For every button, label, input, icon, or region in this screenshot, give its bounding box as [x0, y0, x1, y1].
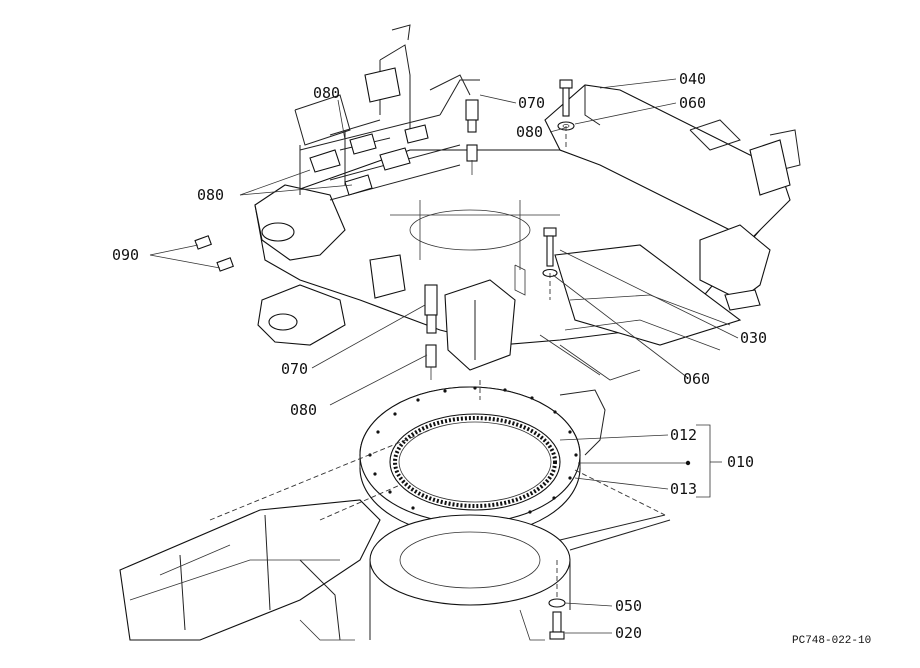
bolt-020 — [548, 598, 566, 640]
label-040: 040 — [679, 70, 706, 88]
lower-frame — [119, 499, 671, 641]
fitting-070-lower — [424, 284, 438, 380]
label-050: 050 — [615, 597, 642, 615]
fitting-090 — [194, 235, 234, 272]
upper-frame — [254, 24, 801, 381]
slewing-ring — [359, 386, 606, 537]
install-paths — [209, 126, 666, 600]
label-012: 012 — [670, 426, 697, 444]
label-060-top: 060 — [679, 94, 706, 112]
label-080-top-left: 080 — [313, 84, 340, 102]
label-080-left: 080 — [197, 186, 224, 204]
fitting-070-top — [465, 99, 479, 175]
label-010: 010 — [727, 453, 754, 471]
leader-lines — [149, 78, 739, 634]
label-080-top-right: 080 — [516, 123, 543, 141]
label-080-lower: 080 — [290, 401, 317, 419]
label-060-center: 060 — [683, 370, 710, 388]
label-070-lower: 070 — [281, 360, 308, 378]
label-030: 030 — [740, 329, 767, 347]
label-013: 013 — [670, 480, 697, 498]
label-090: 090 — [112, 246, 139, 264]
label-070-top: 070 — [518, 94, 545, 112]
drawing-code: PC748-022-10 — [792, 635, 871, 647]
label-020: 020 — [615, 624, 642, 642]
